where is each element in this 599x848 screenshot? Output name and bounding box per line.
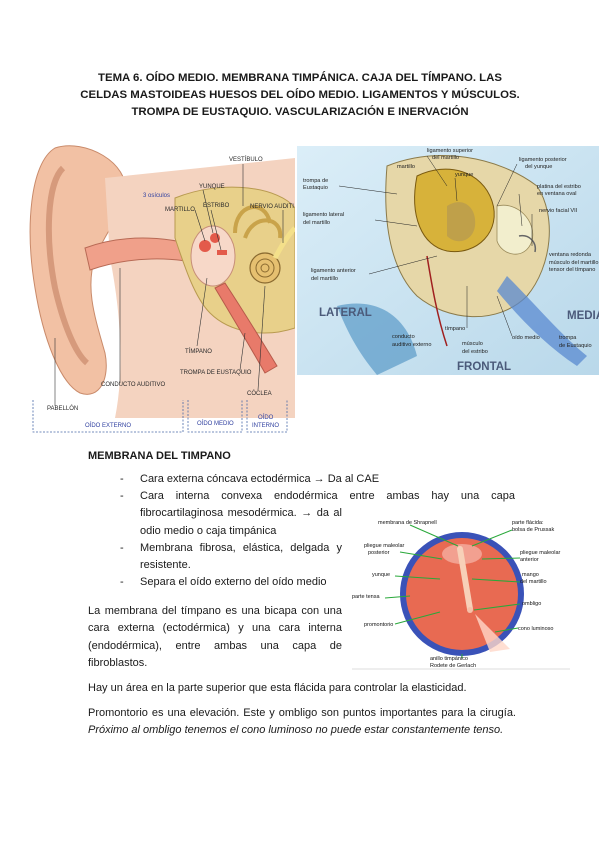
mem-anillo-2: Rodete de Gerlach	[430, 663, 476, 669]
model-ventana: ventana redonda	[549, 252, 592, 258]
mem-pliegue-ant-2: anterior	[520, 557, 539, 563]
label-nervio: NERVIO AUDITI	[250, 204, 294, 210]
model-lig-post-2: del yunque	[525, 164, 552, 170]
model-yunque: yunque	[455, 172, 473, 178]
model-lig-lat-2: del martillo	[303, 220, 330, 226]
model-timpano: tímpano	[445, 326, 465, 332]
paragraph-promontorio: Promontorio es una elevación. Este y omb…	[88, 705, 516, 740]
bullet-item: Separa el oído externo del oído medio	[120, 574, 515, 591]
label-martillo: MARTILLO	[165, 207, 195, 213]
model-lig-post-1: ligamento posterior	[519, 157, 567, 163]
mem-tensa: parte tensa	[352, 594, 380, 600]
model-trompa-b-1: trompa	[559, 335, 577, 341]
mem-cono: cono luminoso	[518, 626, 553, 632]
bullet-item: Cara externa cóncava ectodérmica → Da al…	[120, 471, 515, 488]
label-conducto: CONDUCTO AUDITIVO	[101, 382, 166, 388]
model-lig-sup-2: del martillo	[432, 155, 459, 161]
title-line-3: TROMPA DE EUSTAQUIO. VASCULARIZACIÓN E I…	[131, 106, 469, 118]
bullet-item: Cara interna convexa endodérmica entre a…	[120, 488, 515, 540]
middle-ear-model-figure: trompa de Eustaquio martillo ligamento s…	[297, 146, 599, 375]
mem-mango-1: mango	[522, 572, 539, 578]
model-frontal: FRONTAL	[457, 361, 511, 373]
model-trompa-2: Eustaquio	[303, 185, 328, 191]
mem-flacida-2: bolsa de Prussak	[512, 527, 554, 533]
label-oido-medio: OÍDO MEDIO	[197, 420, 234, 427]
label-oido-externo: OÍDO EXTERNO	[85, 422, 131, 429]
mem-yunque: yunque	[372, 572, 390, 578]
mem-mango-2: del martillo	[520, 579, 547, 585]
model-trompa-1: trompa de	[303, 178, 328, 184]
model-lig-ant-2: del martillo	[311, 276, 338, 282]
section-heading: MEMBRANA DEL TIMPANO	[88, 450, 231, 462]
model-trompa-b-2: de Eustaquio	[559, 343, 592, 349]
paragraph-bicapa: La membrana del tímpano es una bicapa co…	[88, 605, 342, 670]
mem-pliegue-ant-1: pliegue maleolar	[520, 550, 561, 556]
paragraph-promontorio-b: Próximo al ombligo tenemos el cono lumin…	[88, 724, 504, 737]
paragraph-flacida: Hay un área en la parte superior que est…	[88, 682, 467, 694]
model-martillo: martillo	[397, 164, 415, 170]
model-musculo-t-2: tensor del tímpano	[549, 267, 595, 273]
model-conducto-2: auditivo externo	[392, 342, 432, 348]
model-musculo-e-1: músculo	[462, 341, 483, 347]
model-lig-sup-1: ligamento superior	[427, 148, 473, 154]
mem-pliegue-post-2: posterior	[368, 550, 390, 556]
ear-anatomy-figure: VESTÍBULO YUNQUE 3 osículos MARTILLO EST…	[25, 138, 295, 438]
bullet-list: Cara externa cóncava ectodérmica → Da al…	[120, 471, 515, 592]
mem-ombligo: ombligo	[522, 601, 541, 607]
mem-promontorio: promontorio	[364, 622, 393, 628]
bullet-text: Cara interna convexa endodérmica entre a…	[140, 490, 515, 503]
label-coclea: CÓCLEA	[247, 390, 272, 397]
model-musculo-e-2: del estribo	[462, 349, 488, 355]
mem-flacida-1: parte flácida:	[512, 520, 544, 526]
model-lig-ant-1: ligamento anterior	[311, 268, 356, 274]
bullet-item: Membrana fibrosa, elástica, delgada y re…	[120, 540, 342, 574]
model-nervio: nervio facial VII	[539, 208, 578, 214]
label-osiculos: 3 osículos	[143, 193, 170, 199]
model-platina-2: en ventana oval	[537, 191, 577, 197]
tympanic-membrane-figure: membrana de Shrapnell parte flácida: bol…	[350, 514, 572, 670]
ear-figure-labels: VESTÍBULO YUNQUE 3 osículos MARTILLO EST…	[47, 156, 294, 412]
label-yunque: YUNQUE	[199, 184, 225, 190]
mem-anillo-1: anillo timpánico	[430, 656, 468, 662]
page-title: TEMA 6. OÍDO MEDIO. MEMBRANA TIMPÁNICA. …	[60, 70, 540, 121]
label-oido-interno-2: INTERNO	[252, 423, 279, 429]
model-conducto-1: conducto	[392, 334, 415, 340]
label-timpano: TÍMPANO	[185, 348, 212, 355]
model-platina-1: platina del estribo	[537, 184, 581, 190]
model-lig-lat-1: ligamento lateral	[303, 212, 344, 218]
paragraph-promontorio-a: Promontorio es una elevación. Este y omb…	[88, 707, 516, 719]
label-vestibulo: VESTÍBULO	[229, 156, 263, 163]
model-medial: MEDIAL	[567, 310, 599, 322]
label-oido-interno-1: OÍDO	[258, 414, 274, 421]
label-pabellon: PABELLÓN	[47, 405, 78, 412]
bullet-text-continuation: fibrocartilaginosa mesodérmica. → da al …	[140, 507, 342, 537]
model-oido-medio: oído medio	[512, 335, 540, 341]
title-line-1: TEMA 6. OÍDO MEDIO. MEMBRANA TIMPÁNICA. …	[98, 72, 502, 84]
label-trompa: TROMPA DE EUSTAQUIO	[180, 370, 252, 376]
mem-pliegue-post-1: pliegue maleolar	[364, 543, 405, 549]
label-estribo: ESTRIBO	[203, 203, 230, 209]
mem-shrapnell: membrana de Shrapnell	[378, 520, 437, 526]
title-line-2: CELDAS MASTOIDEAS HUESOS DEL OÍDO MEDIO.…	[80, 89, 520, 101]
model-musculo-t-1: músculo del martillo	[549, 260, 598, 266]
model-lateral: LATERAL	[319, 307, 372, 319]
